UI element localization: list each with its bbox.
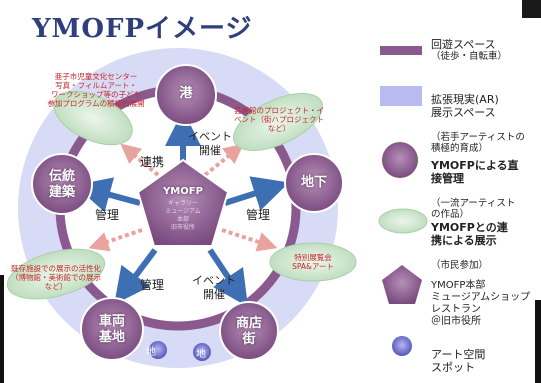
label-event-bottom: イベント 開催 — [192, 274, 236, 301]
art-spot-1 — [149, 341, 167, 359]
label-event-top: イベント 開催 — [188, 130, 232, 157]
top-left-annotation: 亜子市児童文化センター 写真・フィルムアート・ ワークショップ等の子ども 参加プ… — [47, 72, 145, 108]
node-underground-label: 地下 — [300, 175, 327, 190]
label-collab: 連携 — [140, 155, 165, 169]
right-edge-bar — [535, 300, 541, 383]
arrow-hub-to-traditional — [74, 177, 141, 213]
hub-line: 旧市役所 — [170, 224, 195, 231]
node-port-label: 港 — [179, 86, 193, 101]
node-shopping-label: 商店 街 — [235, 316, 262, 347]
arrow-hub-to-vehicle — [114, 248, 158, 305]
oval-top-right-text: 芸術館のプロジェクト・イベント（街ハプロジェクトなど） — [234, 106, 324, 133]
node-shopping — [219, 301, 279, 361]
legend-ar-swatch — [380, 86, 422, 106]
left-edge-bar — [0, 275, 4, 383]
hub-lines: ギャラリー ミュージアム 本部 旧市役所 — [150, 200, 216, 232]
legend-loop: 回遊スペース （徒歩・自転車） — [431, 38, 507, 62]
art-spot-2 — [193, 343, 211, 361]
legend-node-label: YMOFPによる直 接管理 — [431, 159, 519, 185]
legend-oval-icon — [378, 208, 428, 234]
legend-node-sub: （一流アーティスト の作品） — [431, 198, 516, 220]
arrow-hub-to-shopping — [207, 248, 248, 307]
hub-line: ギャラリー — [167, 200, 198, 207]
legend-oval-label: YMOFPとの連 携による展示 — [431, 221, 508, 247]
oval-right — [269, 242, 357, 282]
legend-ar-sub: （若手アーティストの 積極的育成） — [431, 132, 525, 154]
legend-pentagon-icon — [382, 265, 422, 304]
legend-spot: アート空間 スポット — [431, 335, 485, 383]
label-manage-bottom: 管理 — [140, 278, 165, 292]
oval-top-left — [53, 90, 133, 146]
legend-spot-label: アート空間 スポット — [431, 348, 486, 374]
legend-oval: YMOFPとの連 携による展示 （市民参加） — [431, 208, 508, 284]
legend-loop-sub: （徒歩・自転車） — [431, 51, 508, 62]
legend-hub-label: YMOFP本部 ミュージアムショップ レストラン ＠旧市役所 — [431, 280, 531, 327]
page-title: YMOFPイメージ — [32, 14, 253, 44]
legend-hub: YMOFP本部 ミュージアムショップ レストラン ＠旧市役所 — [431, 268, 530, 340]
hub-line: 本部 — [176, 216, 189, 223]
legend-loop-label: 回遊スペース — [431, 38, 496, 51]
legend-ar-label: 拡張現実(AR) 展示スペース — [431, 93, 499, 119]
arrow-hub-to-left-oval — [88, 228, 143, 252]
label-manage-left: 管理 — [95, 208, 120, 222]
spot-label-1: 地 — [146, 347, 156, 358]
legend-spot-icon — [392, 336, 412, 356]
node-port — [155, 64, 217, 126]
legend-node: YMOFPによる直 接管理 （一流アーティスト の作品） — [431, 146, 519, 233]
oval-top-right — [233, 93, 323, 151]
legend-node-icon — [382, 142, 418, 178]
spot-label-2: 地 — [196, 349, 206, 360]
node-traditional-label: 伝統 建築 — [48, 169, 75, 200]
arrow-hub-to-underground — [224, 176, 290, 211]
hub-line: ミュージアム — [165, 208, 201, 215]
node-vehicle-label: 車両 基地 — [98, 314, 125, 345]
label-manage-right: 管理 — [246, 208, 271, 222]
oval-left-text: 既存施設での展示の活性化 （博物館・美術館での展示など） — [11, 264, 101, 291]
node-underground — [284, 153, 344, 213]
hub-title: YMOFP — [163, 186, 203, 197]
legend-loop-swatch — [380, 46, 422, 55]
oval-right-text: 特別展覧会 SPA&アート — [292, 253, 334, 271]
node-traditional — [31, 153, 93, 215]
node-vehicle — [80, 297, 144, 361]
legend-ar: 拡張現実(AR) 展示スペース （若手アーティストの 積極的育成） — [431, 80, 525, 167]
corner-photo — [522, 0, 541, 18]
oval-left — [6, 248, 106, 300]
legend-oval-sub: （市民参加） — [431, 260, 489, 271]
arrow-hub-to-right-oval — [221, 228, 278, 252]
hub-pentagon — [136, 158, 230, 247]
